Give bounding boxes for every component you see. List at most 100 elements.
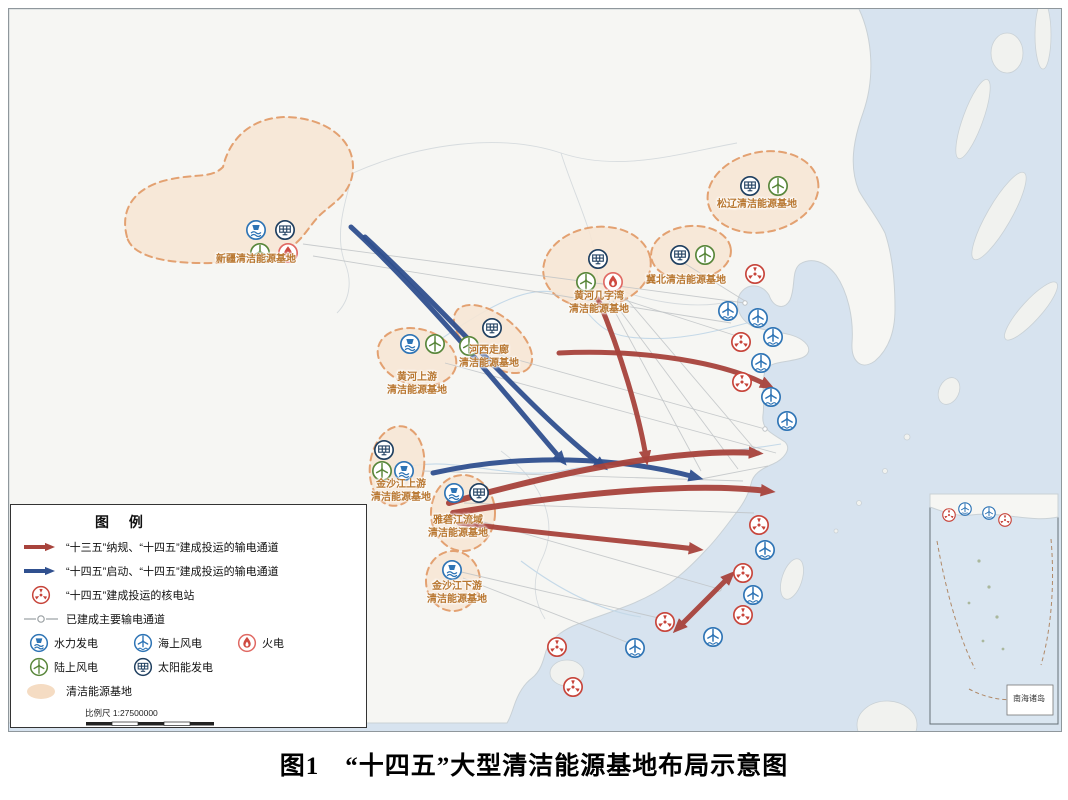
legend-label: “十三五”纳规、“十四五”建成投运的输电通道 — [66, 542, 279, 554]
legend-title: 图 例 — [95, 514, 151, 530]
label-line: 金沙江上游 — [376, 479, 426, 490]
solar-icon — [469, 483, 489, 503]
offshore-wind-icon — [761, 387, 781, 407]
base-area-swatch — [21, 683, 61, 699]
legend-label: 海上风电 — [158, 638, 202, 650]
jibei-base-area — [650, 224, 732, 282]
legend-row-blue-channel: “十四五”启动、“十四五”建成投运的输电通道 — [21, 559, 358, 583]
legend-row-energy-2: 陆上风电 太阳能发电 — [21, 655, 358, 679]
onshore-wind-icon — [576, 272, 596, 292]
base-label-jiziwan: 黄河几字湾 清洁能源基地 — [569, 290, 629, 316]
label-line: 南海诸岛 — [1013, 694, 1045, 703]
onshore-wind-icon — [768, 176, 788, 196]
hydro-icon — [400, 334, 420, 354]
base-label-xinjiang: 新疆清洁能源基地 — [216, 253, 296, 266]
hydro-icon — [444, 483, 464, 503]
scale-bar — [86, 721, 214, 726]
existing-line-icon — [21, 613, 61, 625]
inset-label-box — [1006, 684, 1054, 716]
solar-icon — [482, 318, 502, 338]
jinsha-xiayou-base-icons — [442, 560, 462, 580]
label-line: 黄河几字湾 — [574, 291, 624, 302]
jinsha-xiayou-base-area — [425, 550, 481, 612]
offshore-wind-icon — [703, 627, 723, 647]
hexi-base-area — [452, 303, 534, 375]
legend-label: 已建成主要输电通道 — [66, 614, 165, 626]
onshore-wind-icon — [29, 657, 49, 677]
label-line: 清洁能源基地 — [371, 492, 431, 503]
onshore-wind-icon — [695, 245, 715, 265]
solar-icon — [740, 176, 760, 196]
offshore-wind-icon — [625, 638, 645, 658]
nuclear-icon — [563, 677, 583, 697]
label-line: 清洁能源基地 — [387, 385, 447, 396]
red-arrow — [456, 520, 704, 555]
label-line: 黄河上游 — [397, 372, 437, 383]
nuclear-icon — [733, 605, 753, 625]
offshore-wind-icon — [718, 301, 738, 321]
label-line: 清洁能源基地 — [459, 358, 519, 369]
nuclear-icon — [998, 513, 1012, 527]
blue-arrow-icon — [21, 565, 61, 577]
offshore-wind-icon — [777, 411, 797, 431]
legend-label: 水力发电 — [54, 638, 98, 650]
songliao-base-area — [706, 150, 820, 234]
label-line: 金沙江下游 — [432, 581, 482, 592]
inset-label: 南海诸岛 — [1013, 693, 1045, 704]
label-line: 清洁能源基地 — [427, 594, 487, 605]
nuclear-icon — [547, 637, 567, 657]
nuclear-icon — [942, 508, 956, 522]
legend-row-existing-line: 已建成主要输电通道 — [21, 607, 358, 631]
hydro-icon — [442, 560, 462, 580]
blue-arrow — [430, 457, 704, 482]
base-label-jibei: 冀北清洁能源基地 — [646, 274, 726, 287]
base-label-hexi: 河西走廊 清洁能源基地 — [459, 344, 519, 370]
hydro-icon — [246, 220, 266, 240]
red-arrow-icon — [21, 541, 61, 553]
legend-row-nuclear: “十四五”建成投运的核电站 — [21, 583, 358, 607]
nuclear-icon — [655, 612, 675, 632]
hydro-icon — [29, 633, 49, 653]
red-arrow — [450, 484, 776, 516]
legend: 图 例 “十三五”纳规、“十四五”建成投运的输电通道 “十四五”启动、“十四五”… — [10, 504, 367, 728]
solar-icon — [588, 249, 608, 269]
legend-label: 陆上风电 — [54, 662, 98, 674]
taiwan-island — [780, 558, 804, 600]
base-label-jinsha-shangyou: 金沙江上游 清洁能源基地 — [371, 478, 431, 504]
offshore-wind-icon — [133, 633, 153, 653]
offshore-wind-icon — [755, 540, 775, 560]
legend-row-base: 清洁能源基地 — [21, 679, 358, 703]
offshore-wind-icon — [748, 308, 768, 328]
onshore-wind-icon — [425, 334, 445, 354]
base-label-songliao: 松辽清洁能源基地 — [717, 198, 797, 211]
solar-icon — [133, 657, 153, 677]
nuclear-icon — [749, 515, 769, 535]
thermal-icon — [237, 633, 257, 653]
legend-row-red-channel: “十三五”纳规、“十四五”建成投运的输电通道 — [21, 535, 358, 559]
legend-label: 火电 — [262, 638, 284, 650]
offshore-wind-icon — [763, 327, 783, 347]
offshore-wind-icon — [958, 502, 972, 516]
red-arrow — [595, 296, 652, 466]
scale-text: 比例尺 1:27500000 — [85, 708, 158, 718]
legend-row-energy-1: 水力发电 海上风电 火电 — [21, 631, 358, 655]
base-label-yalongjiang: 雅砻江流域 清洁能源基地 — [428, 514, 488, 540]
legend-label: 清洁能源基地 — [66, 686, 132, 698]
label-line: 新疆清洁能源基地 — [216, 254, 296, 265]
nuclear-icon — [21, 585, 61, 605]
label-line: 河西走廊 — [469, 345, 509, 356]
legend-thermal: 火电 — [237, 633, 284, 653]
nuclear-icon — [731, 332, 751, 352]
label-line: 松辽清洁能源基地 — [717, 199, 797, 210]
offshore-wind-icon — [751, 353, 771, 373]
south-china-sea-inset — [929, 493, 1059, 725]
solar-icon — [275, 220, 295, 240]
label-line: 清洁能源基地 — [569, 304, 629, 315]
nuclear-icon — [732, 372, 752, 392]
legend-label: “十四五”启动、“十四五”建成投运的输电通道 — [66, 566, 279, 578]
offshore-wind-icon — [743, 585, 763, 605]
base-label-huanghe-shangyou: 黄河上游 清洁能源基地 — [387, 371, 447, 397]
legend-solar: 太阳能发电 — [133, 657, 237, 677]
offshore-wind-icon — [982, 506, 996, 520]
